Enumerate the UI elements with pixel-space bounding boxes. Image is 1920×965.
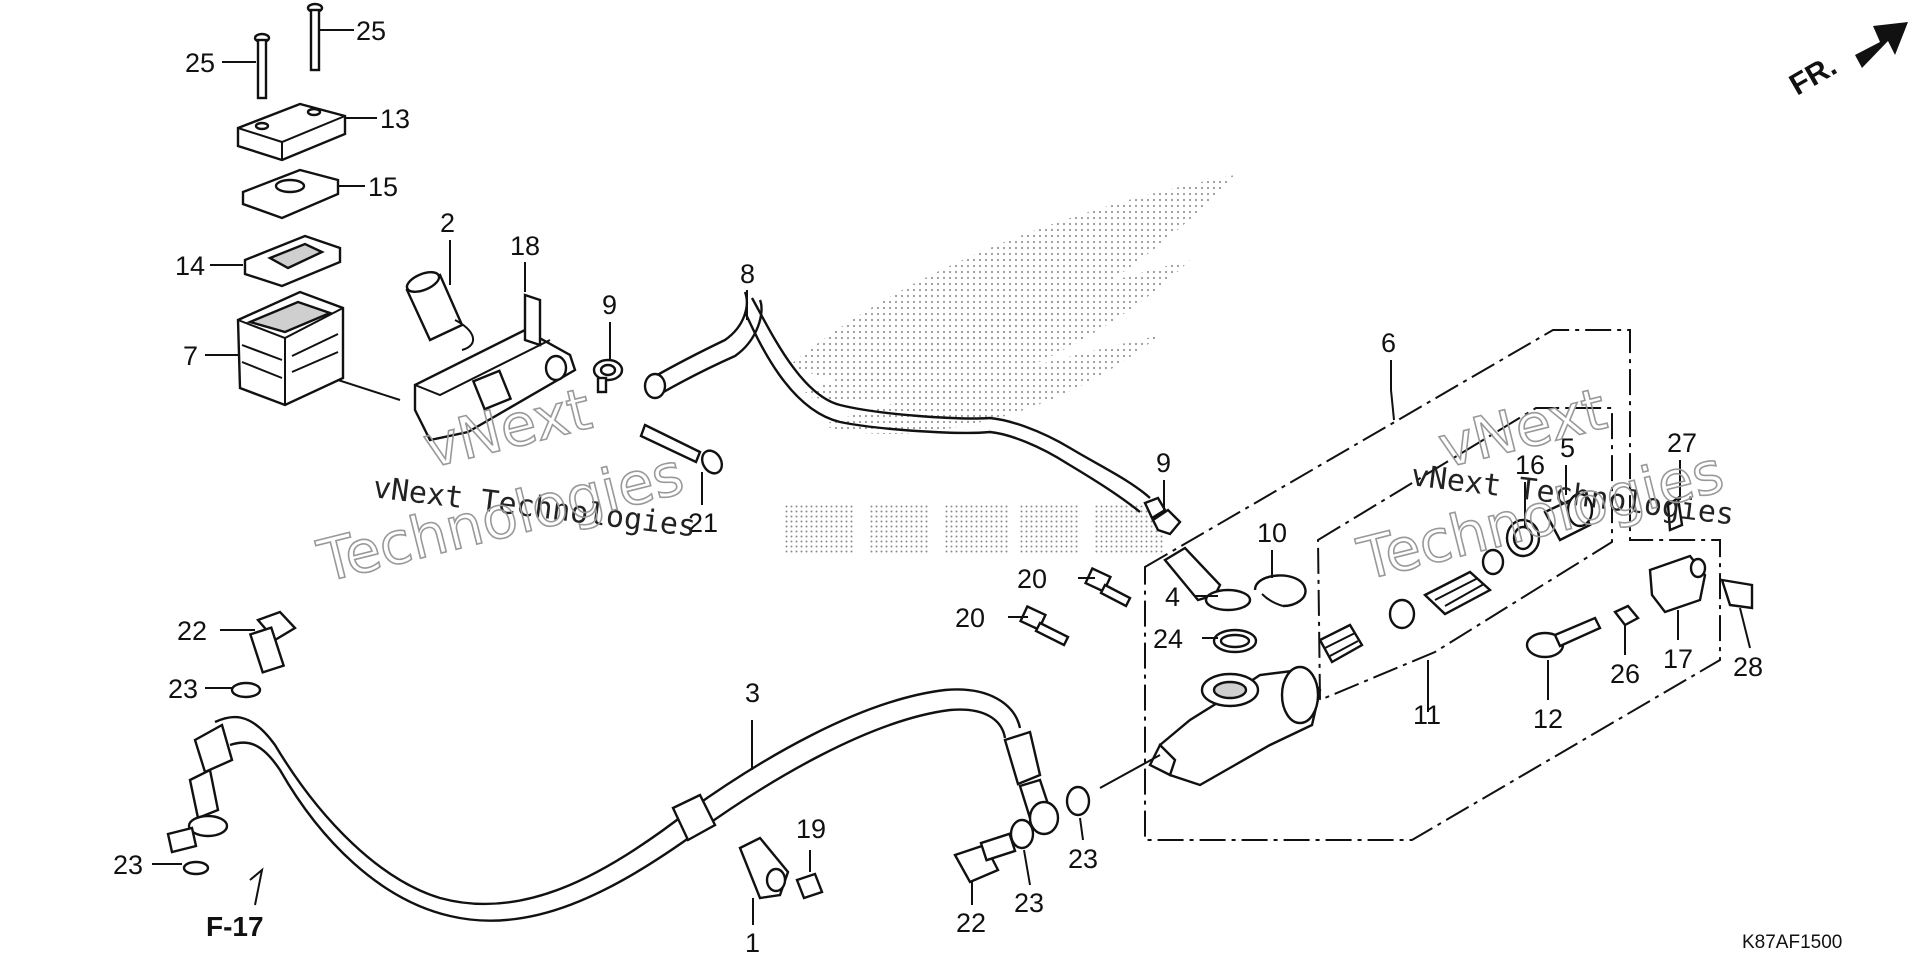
callout-5: 5: [1560, 433, 1575, 463]
callout-9-upper: 9: [602, 290, 617, 320]
hose-clip-upper-icon: [592, 358, 624, 394]
brake-hose-icon: [166, 688, 1060, 922]
screw-25-left-icon: [253, 32, 271, 100]
callout-17: 17: [1663, 644, 1693, 674]
watermark-left: vNext Technologies vNext Technologies: [310, 374, 698, 597]
callout-8: 8: [740, 259, 755, 289]
callout-23-upper: 23: [168, 674, 198, 704]
front-marker-label: FR.: [1784, 49, 1842, 102]
washer-23-lower-left-icon: [182, 860, 210, 876]
reservoir-body-icon: [236, 290, 345, 407]
front-direction-arrow: FR.: [1784, 22, 1908, 102]
callout-24: 24: [1153, 624, 1183, 654]
master-cylinder-body-icon: [1148, 665, 1322, 787]
hose-clamp-1-icon: [738, 836, 790, 900]
diaphragm-icon: [243, 234, 342, 288]
callout-19: 19: [796, 814, 826, 844]
callout-11: 11: [1413, 700, 1441, 730]
callout-25-right: 25: [356, 16, 386, 46]
nut-26-icon: [1613, 604, 1640, 627]
pin-27-icon: [1666, 495, 1684, 532]
bolt-20-upper-icon: [1083, 566, 1132, 608]
bracket-17-icon: [1648, 554, 1707, 614]
boot-5-icon: [1543, 492, 1594, 542]
callout-13: 13: [380, 104, 410, 134]
callout-1: 1: [745, 928, 760, 958]
callout-7: 7: [183, 341, 198, 371]
honda-wing-logo-watermark: [785, 175, 1235, 555]
pivot-bolt-12-icon: [1525, 616, 1602, 659]
washer-23-upper-icon: [230, 681, 262, 699]
washer-23-lower-right-icon: [1065, 785, 1091, 817]
callout-9-lower: 9: [1156, 448, 1171, 478]
banjo-bolt-upper-icon: [248, 610, 297, 674]
callout-23-lower-left: 23: [113, 850, 143, 880]
hose-clip-lower-icon: [1151, 508, 1182, 536]
bolt-20-lower-icon: [1018, 604, 1070, 647]
master-cylinder-kit-frame: [1144, 329, 1721, 841]
callout-2: 2: [440, 208, 455, 238]
bolt-21-icon: [639, 423, 724, 475]
callout-15: 15: [368, 172, 398, 202]
callout-22-lower: 22: [956, 908, 986, 938]
callout-12: 12: [1533, 704, 1563, 734]
tab-28-icon: [1720, 578, 1754, 610]
washer-23-lower-mid-icon: [1009, 818, 1035, 850]
callout-27: 27: [1667, 428, 1697, 458]
callout-22-upper: 22: [177, 616, 207, 646]
reservoir-cap-icon: [236, 102, 347, 162]
callout-28: 28: [1733, 652, 1763, 682]
callout-20-lower: 20: [955, 603, 985, 633]
banjo-bolt-lower-icon: [953, 832, 1017, 884]
bracket-pin-icon: [405, 271, 474, 351]
callout-14: 14: [175, 251, 205, 281]
reservoir-assembly: [236, 2, 347, 407]
callout-25-left: 25: [185, 48, 215, 78]
reservoir-bracket-icon: [413, 293, 577, 442]
callout-10: 10: [1257, 518, 1287, 548]
diaphragm-plate-icon: [241, 168, 340, 220]
callout-21: 21: [688, 508, 718, 538]
callout-labels: 25 25 13 15 14 7 2 18 9 8 21 6 9 10 4 20…: [113, 16, 1763, 958]
seal-16-icon: [1512, 525, 1534, 551]
callout-4: 4: [1165, 582, 1180, 612]
o-ring-24-icon: [1212, 628, 1258, 654]
callout-23-lower-right: 23: [1068, 844, 1098, 874]
diagram-code-label: K87AF1500: [1742, 932, 1842, 953]
screw-25-right-icon: [306, 2, 324, 72]
callout-23-lower-mid: 23: [1014, 888, 1044, 918]
callout-16: 16: [1515, 450, 1545, 480]
circlip-10-icon: [1253, 574, 1307, 608]
leader-lines: [152, 29, 1751, 925]
reference-f17-label: F-17: [206, 911, 264, 942]
callout-20-upper: 20: [1017, 564, 1047, 594]
callout-3: 3: [745, 678, 760, 708]
callout-26: 26: [1610, 659, 1640, 689]
callout-18: 18: [510, 231, 540, 261]
bolt-19-icon: [795, 872, 824, 900]
callout-6: 6: [1381, 328, 1396, 358]
